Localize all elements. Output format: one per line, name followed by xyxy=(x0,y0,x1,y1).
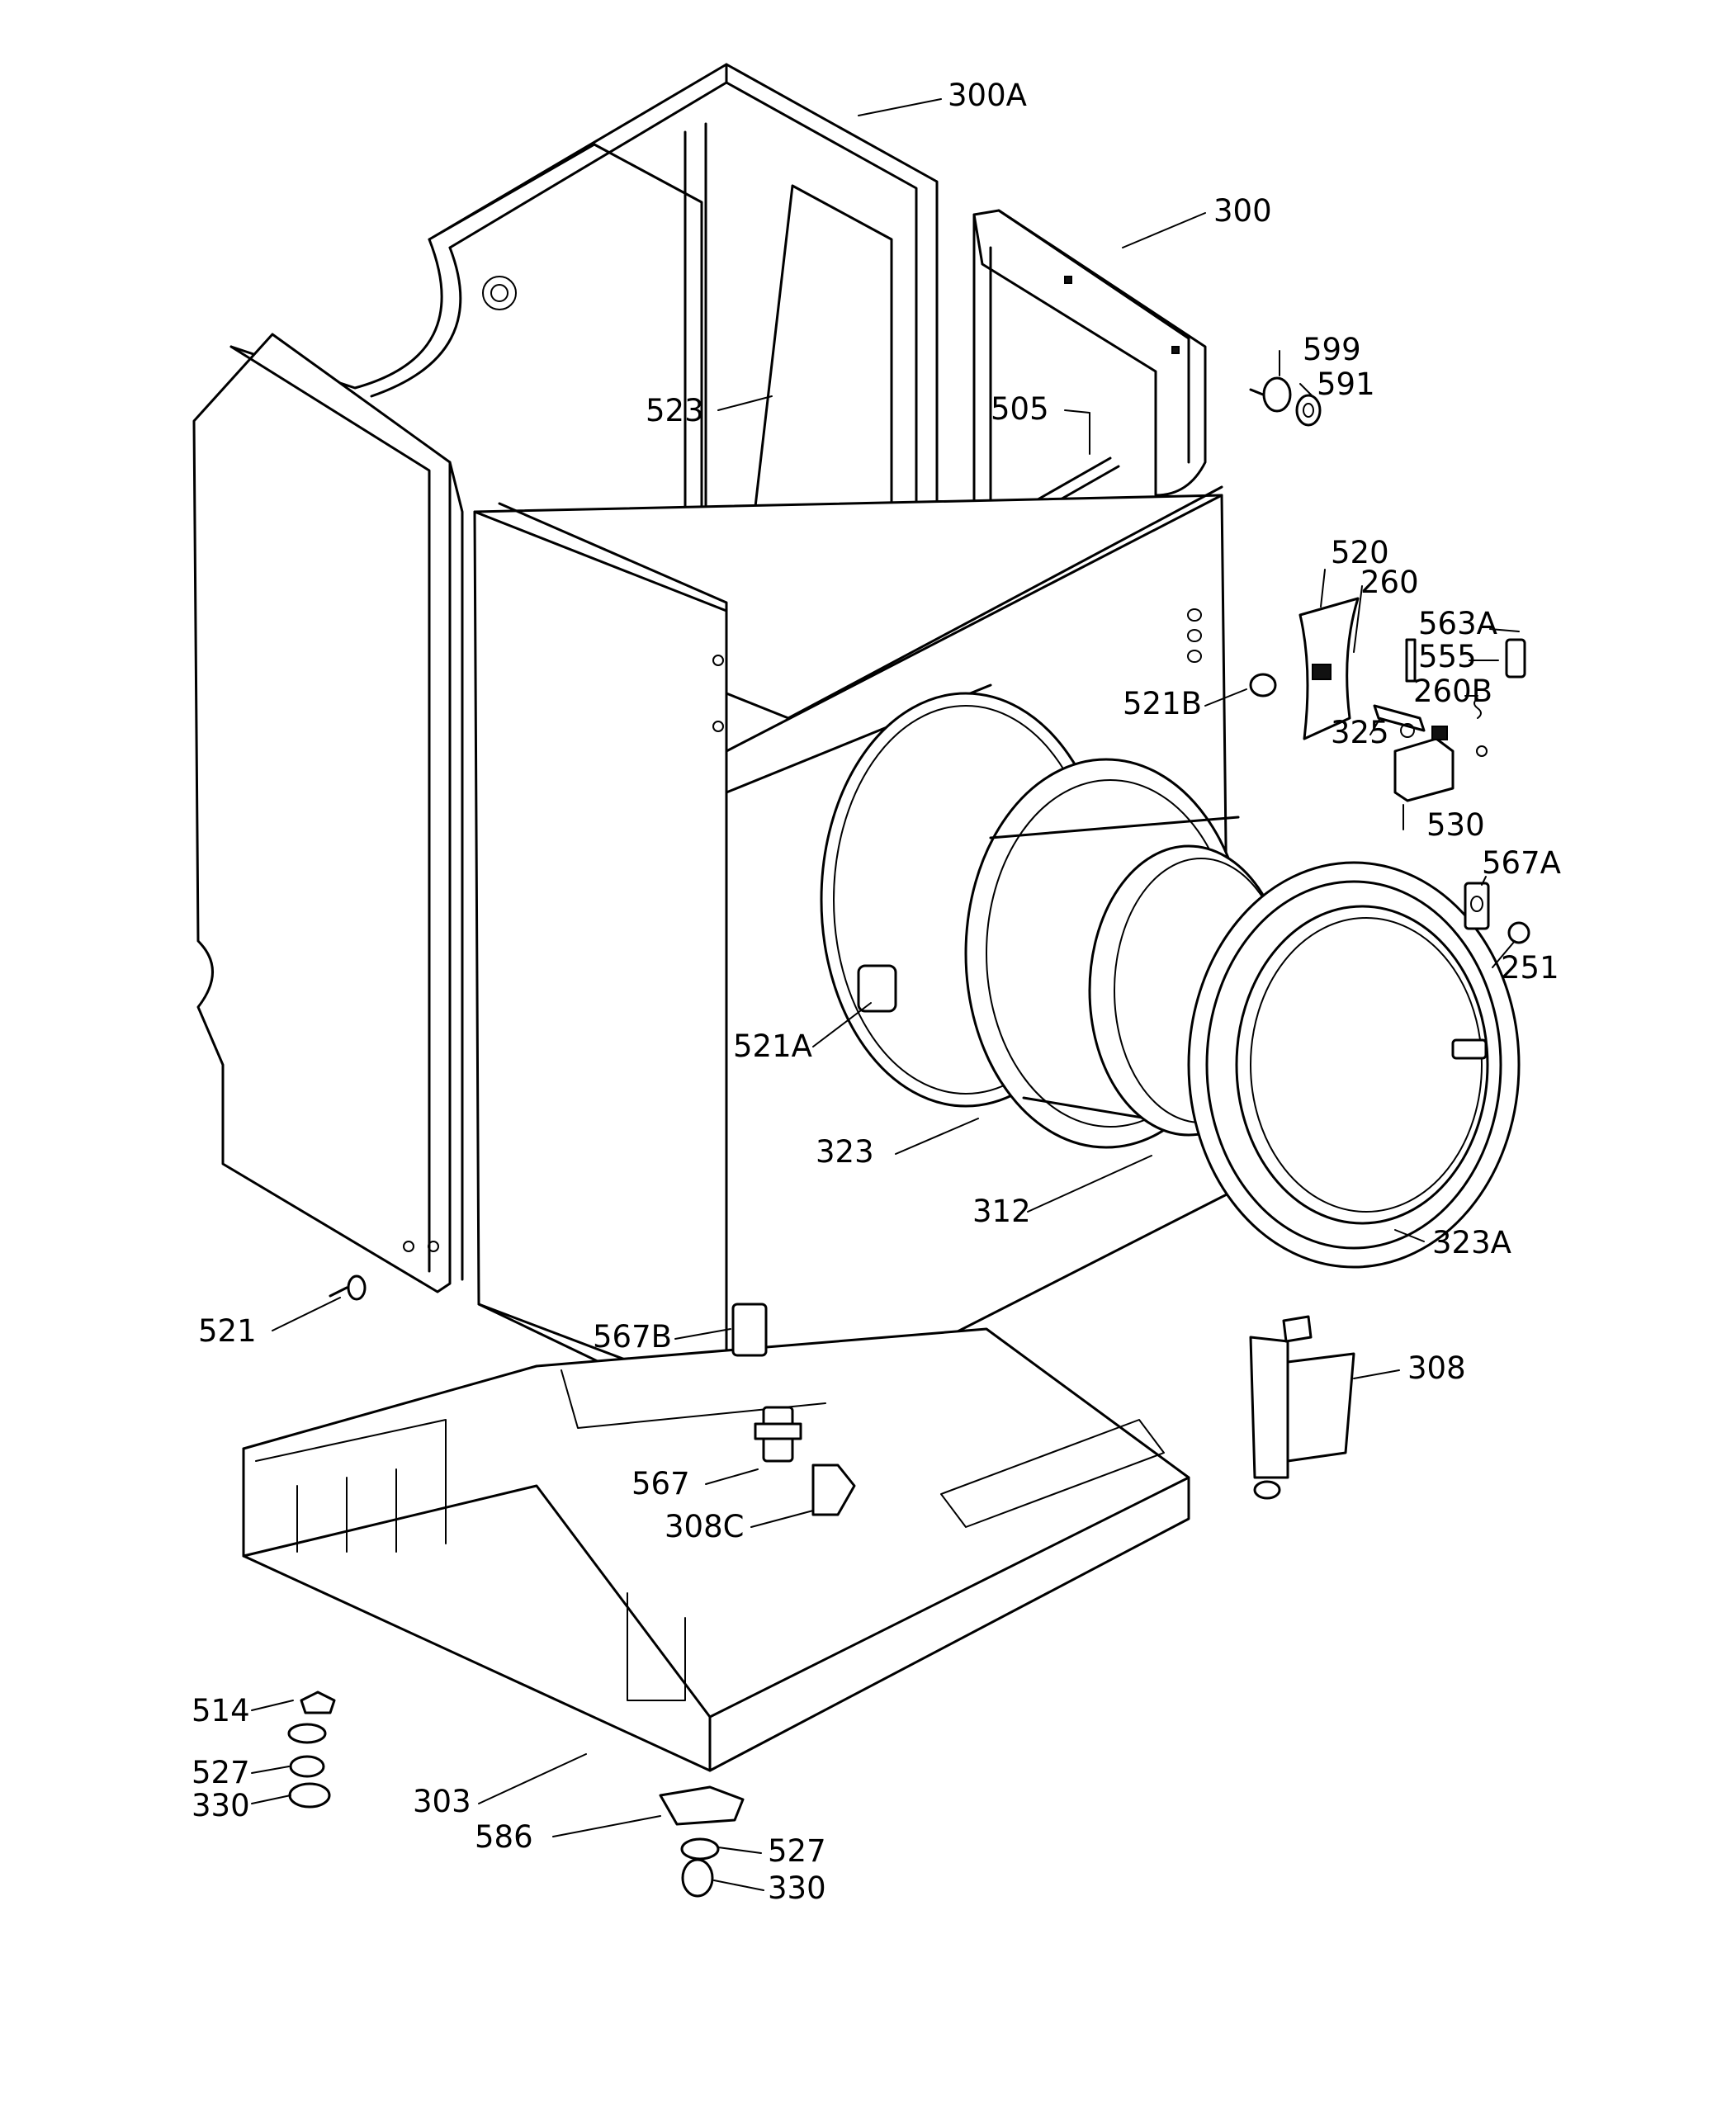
knob-599 xyxy=(1249,376,1292,413)
label-555: 555 xyxy=(1418,639,1477,674)
plug-521B xyxy=(1249,673,1277,697)
switch-530 xyxy=(1393,726,1455,802)
label-521: 521 xyxy=(198,1313,257,1349)
label-325: 325 xyxy=(1331,715,1389,750)
base-frame-303 xyxy=(242,1327,1190,1772)
catch-567A xyxy=(1464,882,1490,930)
label-251: 251 xyxy=(1501,950,1559,986)
label-567: 567 xyxy=(631,1466,690,1501)
label-330-left: 330 xyxy=(192,1788,250,1823)
label-323A: 323A xyxy=(1432,1225,1511,1260)
bracket-567B xyxy=(731,1303,768,1357)
door-323A xyxy=(1187,861,1521,1269)
nut-251 xyxy=(1507,921,1530,944)
hinge-308 xyxy=(1249,1315,1355,1500)
label-586: 586 xyxy=(475,1819,533,1855)
spring-260B xyxy=(1473,697,1488,757)
label-523: 523 xyxy=(646,393,704,428)
label-530: 530 xyxy=(1426,807,1485,843)
hinge-clip-308C xyxy=(811,1464,856,1516)
lever-325 xyxy=(1373,704,1426,738)
label-514: 514 xyxy=(192,1693,250,1728)
label-527-left: 527 xyxy=(192,1755,250,1790)
label-260: 260 xyxy=(1360,565,1419,600)
label-330-right: 330 xyxy=(768,1870,826,1906)
label-567B: 567B xyxy=(593,1319,672,1355)
label-505: 505 xyxy=(991,391,1049,427)
leader-lines xyxy=(251,98,1520,1891)
label-308C: 308C xyxy=(665,1509,744,1544)
label-323: 323 xyxy=(816,1134,874,1170)
label-527-right: 527 xyxy=(768,1833,826,1869)
label-303: 303 xyxy=(413,1784,471,1819)
label-521A: 521A xyxy=(733,1028,812,1064)
label-300A: 300A xyxy=(948,78,1027,113)
label-591: 591 xyxy=(1317,366,1375,402)
foot-assembly-right xyxy=(659,1785,745,1898)
label-312: 312 xyxy=(972,1194,1031,1229)
latch-520 xyxy=(1298,597,1360,740)
label-563A: 563A xyxy=(1418,606,1497,641)
label-567A: 567A xyxy=(1482,845,1561,881)
label-300: 300 xyxy=(1213,193,1272,229)
left-side-panel xyxy=(192,333,464,1293)
screw-521 xyxy=(329,1274,367,1301)
washer-591 xyxy=(1295,394,1322,427)
label-260B: 260B xyxy=(1413,674,1492,709)
pin-563A xyxy=(1405,638,1417,683)
label-521B: 521B xyxy=(1123,686,1202,721)
bracket-567 xyxy=(754,1406,802,1463)
foot-assembly-left xyxy=(287,1691,336,1809)
label-599: 599 xyxy=(1303,332,1361,367)
label-520: 520 xyxy=(1331,535,1389,570)
part-labels: 300A 300 599 591 523 505 520 260 563A 55… xyxy=(192,78,1561,1906)
bracket-555 xyxy=(1505,638,1526,679)
label-308: 308 xyxy=(1407,1350,1466,1386)
